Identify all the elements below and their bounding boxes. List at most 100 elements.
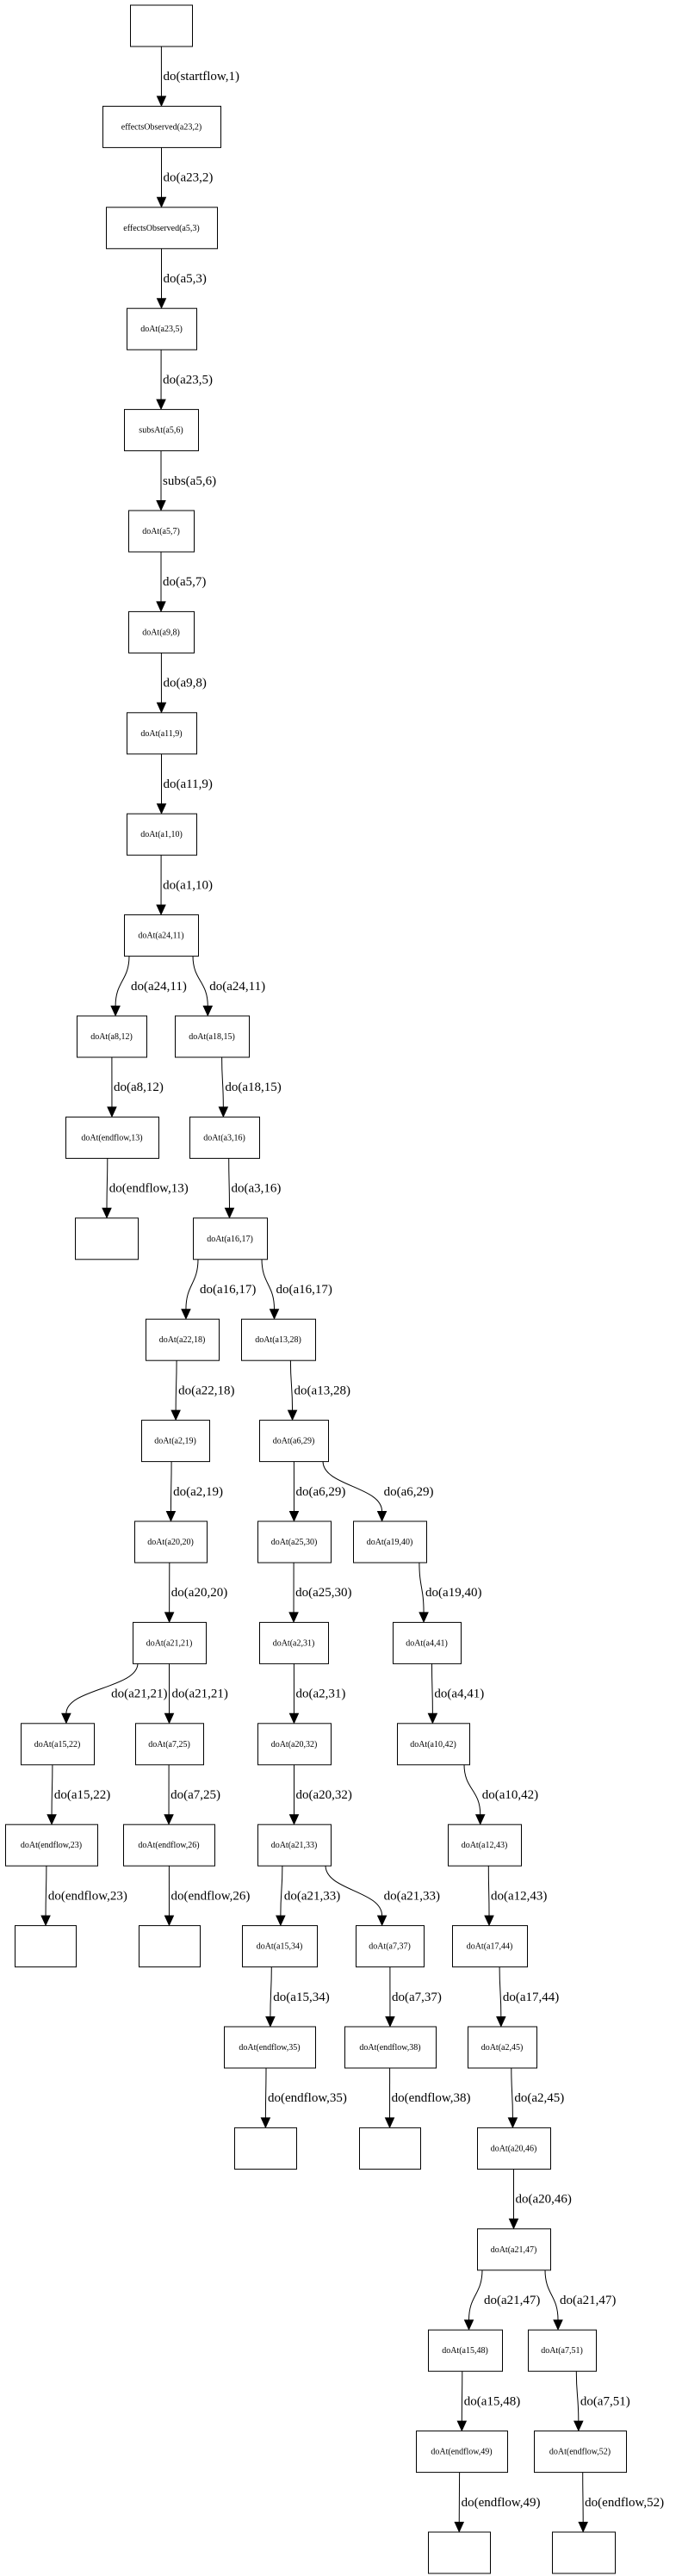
- node-box: [452, 1925, 528, 1968]
- graph-edge: do(a21,33): [325, 1865, 440, 1927]
- node-box: [146, 1318, 220, 1361]
- graph-node: doAt(a23,5): [127, 307, 197, 350]
- graph-node: doAt(a1,10): [127, 813, 197, 856]
- graph-node: doAt(a11,9): [127, 712, 197, 755]
- edge-label: do(a15,34): [273, 1991, 329, 2004]
- node-label: doAt(a19,40): [367, 1538, 413, 1547]
- node-box: [127, 813, 197, 856]
- graph-edge: do(a20,46): [508, 2168, 572, 2230]
- edge-label: do(endflow,49): [462, 2496, 541, 2510]
- edge-label: do(a3,16): [231, 1182, 281, 1196]
- graph-node: doAt(a25,30): [257, 1520, 332, 1564]
- edge-label: do(endflow,52): [585, 2496, 664, 2510]
- edge-line: [192, 956, 208, 1006]
- arrowhead-icon: [164, 1612, 175, 1624]
- arrowhead-icon: [376, 1915, 388, 1927]
- node-label: doAt(a24,11): [138, 932, 183, 941]
- arrowhead-icon: [156, 96, 167, 108]
- node-label: doAt(a21,21): [146, 1638, 193, 1648]
- edge-line: [325, 1865, 383, 1917]
- node-box: [77, 1015, 147, 1058]
- node-label: doAt(a17,44): [467, 1942, 513, 1952]
- edge-label: do(a24,11): [209, 980, 265, 994]
- node-box: [102, 105, 221, 148]
- edge-label: do(a9,8): [163, 677, 206, 690]
- edge-label: do(a17,44): [503, 1991, 559, 2004]
- node-box: [344, 2026, 437, 2069]
- edge-line: [175, 1359, 177, 1411]
- node-box: [353, 1520, 427, 1564]
- arrowhead-icon: [181, 1309, 191, 1320]
- arrowhead-icon: [507, 2117, 518, 2129]
- node-box: [534, 2430, 627, 2474]
- node-label: doAt(a4,41): [406, 1638, 448, 1648]
- node-label: doAt(endflow,13): [81, 1133, 142, 1142]
- arrowhead-icon: [164, 1712, 175, 1725]
- node-label: doAt(a25,30): [271, 1538, 318, 1547]
- node-box: [397, 1723, 470, 1766]
- node-label: doAt(endflow,35): [239, 2043, 300, 2053]
- graph-edge: subs(a5,6): [156, 450, 216, 511]
- graph-edge: do(a22,18): [170, 1359, 235, 1421]
- node-box: [134, 1520, 208, 1564]
- graph-node: doAt(a2,31): [259, 1621, 329, 1664]
- arrowhead-icon: [156, 298, 167, 309]
- edge-label: do(a7,25): [170, 1788, 220, 1802]
- graph-node: doAt(a9,8): [128, 610, 195, 653]
- node-box: [124, 409, 199, 452]
- graph-node: doAt(a15,48): [428, 2329, 503, 2372]
- arrowhead-icon: [553, 2319, 563, 2331]
- edge-label: do(a19,40): [425, 1586, 481, 1600]
- graph-edge: do(a5,7): [156, 551, 206, 613]
- graph-node: doAt(a19,40): [353, 1520, 427, 1564]
- graph-edge: do(a24,11): [110, 956, 187, 1017]
- arrowhead-icon: [288, 1511, 300, 1522]
- arrowhead-icon: [61, 1712, 71, 1725]
- arrowhead-icon: [164, 1915, 175, 1927]
- graph-node: doAt(a8,12): [77, 1015, 147, 1058]
- edge-label: do(a7,51): [580, 2394, 630, 2408]
- edge-line: [499, 1966, 502, 2017]
- graph-edge: do(a7,37): [385, 1966, 442, 2028]
- graph-edge: do(a16,17): [261, 1259, 332, 1320]
- edge-label: do(a15,22): [54, 1788, 110, 1802]
- graph-node: doAt(endflow,49): [416, 2430, 508, 2474]
- graph-node: doAt(a20,20): [134, 1520, 208, 1564]
- graph-node: doAt(a13,28): [241, 1318, 316, 1361]
- node-box: [257, 1520, 332, 1564]
- edge-line: [261, 1259, 276, 1310]
- edge-label: do(a7,37): [392, 1991, 442, 2004]
- arrowhead-icon: [165, 1511, 177, 1522]
- arrowhead-icon: [578, 2522, 588, 2533]
- edge-line: [51, 1764, 53, 1815]
- arrowhead-icon: [156, 399, 166, 411]
- graph-edge: do(endflow,35): [260, 2067, 347, 2129]
- node-label: doAt(a7,25): [148, 1740, 190, 1749]
- graph-node: doAt(a18,15): [175, 1015, 250, 1058]
- arrowhead-icon: [385, 2016, 395, 2028]
- graph-edge: do(a17,44): [496, 1966, 559, 2028]
- node-box: [528, 2329, 597, 2372]
- edge-label: do(a8,12): [114, 1081, 164, 1094]
- edge-label: do(a2,31): [295, 1687, 345, 1701]
- graph-edge: do(a21,21): [164, 1663, 228, 1725]
- node-label: doAt(a21,33): [271, 1841, 318, 1850]
- node-label: doAt(a22,18): [159, 1335, 206, 1345]
- graph-node: doAt(endflow,52): [534, 2430, 627, 2474]
- edge-label: do(a23,5): [163, 373, 213, 387]
- edge-line: [511, 2067, 513, 2118]
- arrowhead-icon: [288, 1612, 299, 1624]
- arrowhead-icon: [427, 1712, 438, 1725]
- node-box: [128, 510, 195, 553]
- edge-label: do(a2,45): [514, 2091, 564, 2105]
- graph-edge: do(a19,40): [418, 1562, 481, 1624]
- graph-node: doAt(endflow,38): [344, 2026, 437, 2069]
- arrowhead-icon: [156, 904, 166, 916]
- arrowhead-icon: [224, 1207, 235, 1219]
- edge-label: do(a21,33): [284, 1889, 340, 1903]
- graph-node: doAt(endflow,35): [224, 2026, 316, 2069]
- graph-node: doAt(a22,18): [146, 1318, 220, 1361]
- node-box: [257, 1723, 332, 1766]
- graph-edge: do(a5,3): [156, 248, 207, 309]
- edge-label: do(a10,42): [482, 1788, 538, 1802]
